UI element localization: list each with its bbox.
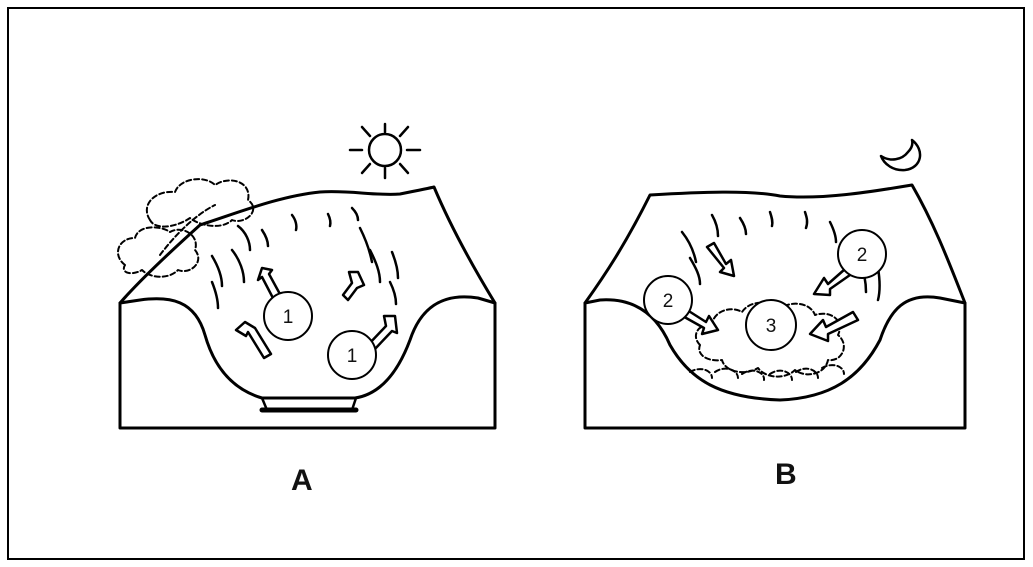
marker-1a: 1 <box>264 292 312 340</box>
moon-icon <box>881 140 920 170</box>
svg-text:1: 1 <box>283 307 294 328</box>
arrow-up-left-2 <box>236 322 271 358</box>
panel-label-a: A <box>291 466 313 496</box>
svg-text:2: 2 <box>663 291 674 312</box>
svg-text:1: 1 <box>347 346 358 367</box>
panel-b: 2 2 3 <box>585 140 965 428</box>
panel-label-b: B <box>775 460 797 490</box>
arrow-down-left-1 <box>707 243 734 276</box>
sun-icon <box>350 124 420 178</box>
slope-hatching-a <box>212 208 398 308</box>
marker-2b: 2 <box>838 230 886 278</box>
arrow-up-right-1 <box>343 272 364 300</box>
cloud-icon <box>118 179 253 277</box>
svg-text:2: 2 <box>857 245 868 266</box>
ridge-b <box>585 185 965 303</box>
marker-3: 3 <box>746 300 796 350</box>
marker-2a: 2 <box>644 276 692 324</box>
svg-text:3: 3 <box>766 316 777 337</box>
panel-a: 1 1 <box>118 124 495 428</box>
marker-1b: 1 <box>328 331 376 379</box>
arrow-down-right-2 <box>810 312 858 341</box>
ridge-a <box>120 187 495 303</box>
